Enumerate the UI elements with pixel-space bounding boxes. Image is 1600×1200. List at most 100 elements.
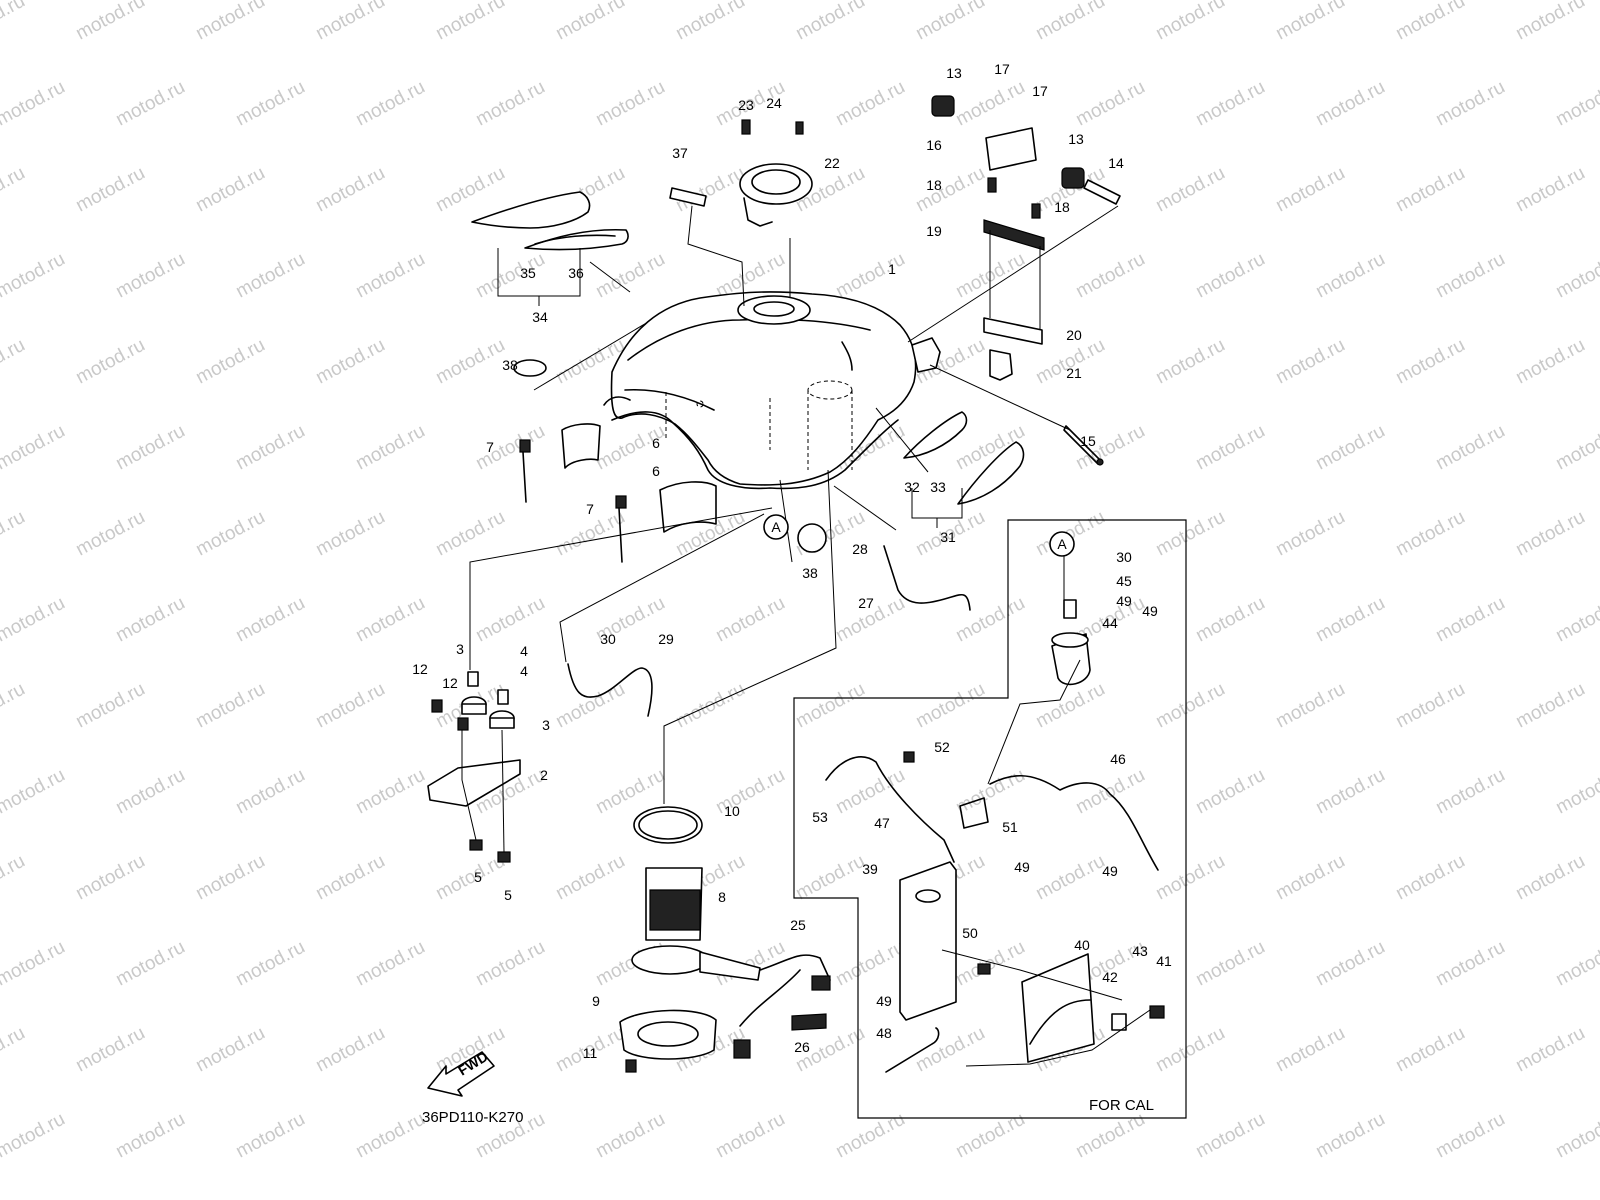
watermark-text: motod.ru bbox=[312, 507, 388, 561]
callout-number: 30 bbox=[1116, 549, 1132, 565]
diagram-code: 36PD110-K270 bbox=[422, 1109, 523, 1126]
watermark-text: motod.ru bbox=[312, 851, 388, 905]
watermark-text: motod.ru bbox=[672, 0, 748, 44]
watermark-text: motod.ru bbox=[1152, 0, 1228, 44]
watermark-text: motod.ru bbox=[312, 1023, 388, 1077]
watermark-text: motod.ru bbox=[112, 593, 188, 647]
watermark-text: motod.ru bbox=[1072, 77, 1148, 131]
watermark-text: motod.ru bbox=[792, 1195, 868, 1200]
watermark-text: motod.ru bbox=[192, 1023, 268, 1077]
watermark-text: motod.ru bbox=[472, 937, 548, 991]
svg-text:A: A bbox=[1057, 536, 1067, 552]
watermark-text: motod.ru bbox=[1392, 851, 1468, 905]
callout-number: 51 bbox=[1002, 819, 1018, 835]
callout-number: 49 bbox=[1102, 863, 1118, 879]
watermark-text: motod.ru bbox=[72, 679, 148, 733]
watermark-text: motod.ru bbox=[1392, 163, 1468, 217]
ref-marker-a-cal: A bbox=[1049, 531, 1075, 557]
watermark-text: motod.ru bbox=[0, 1023, 29, 1077]
callout-number: 25 bbox=[790, 917, 806, 933]
callout-number: 3 bbox=[542, 717, 550, 733]
watermark-text: motod.ru bbox=[1552, 421, 1600, 475]
watermark-text: motod.ru bbox=[312, 163, 388, 217]
watermark-text: motod.ru bbox=[0, 765, 69, 819]
watermark-text: motod.ru bbox=[1272, 1195, 1348, 1200]
watermark-text: motod.ru bbox=[912, 163, 988, 217]
callout-number: 34 bbox=[532, 309, 548, 325]
watermark-text: motod.ru bbox=[112, 421, 188, 475]
watermark-text: motod.ru bbox=[1152, 507, 1228, 561]
watermark-text: motod.ru bbox=[1072, 1109, 1148, 1163]
callout-number: 9 bbox=[592, 993, 600, 1009]
watermark-text: motod.ru bbox=[352, 765, 428, 819]
callout-number: 21 bbox=[1066, 365, 1082, 381]
watermark-text: motod.ru bbox=[472, 593, 548, 647]
watermark-text: motod.ru bbox=[1152, 163, 1228, 217]
watermark-text: motod.ru bbox=[232, 937, 308, 991]
watermark-text: motod.ru bbox=[952, 77, 1028, 131]
watermark-text: motod.ru bbox=[1512, 0, 1588, 44]
callout-number: 47 bbox=[874, 815, 890, 831]
watermark-text: motod.ru bbox=[672, 1195, 748, 1200]
watermark-text: motod.ru bbox=[1272, 1023, 1348, 1077]
watermark-text: motod.ru bbox=[0, 249, 69, 303]
callout-number: 27 bbox=[858, 595, 874, 611]
watermark-text: motod.ru bbox=[1152, 1195, 1228, 1200]
watermark-text: motod.ru bbox=[72, 1023, 148, 1077]
watermark-text: motod.ru bbox=[232, 77, 308, 131]
watermark-text: motod.ru bbox=[1152, 1023, 1228, 1077]
watermark-text: motod.ru bbox=[192, 0, 268, 44]
callout-number: 7 bbox=[486, 439, 494, 455]
watermark-text: motod.ru bbox=[1512, 507, 1588, 561]
callout-number: 42 bbox=[1102, 969, 1118, 985]
watermark-text: motod.ru bbox=[432, 0, 508, 44]
tank-band-drawing bbox=[519, 423, 717, 563]
fuel-pump-drawing bbox=[619, 806, 831, 1073]
watermark-text: motod.ru bbox=[952, 593, 1028, 647]
watermark-text: motod.ru bbox=[1152, 335, 1228, 389]
watermark-text: motod.ru bbox=[0, 421, 69, 475]
watermark-text: motod.ru bbox=[1512, 851, 1588, 905]
callout-number: 52 bbox=[934, 739, 950, 755]
callout-number: 12 bbox=[412, 661, 428, 677]
watermark-text: motod.ru bbox=[1512, 335, 1588, 389]
group-brackets bbox=[497, 248, 963, 528]
watermark-text: motod.ru bbox=[312, 0, 388, 44]
watermark-text: motod.ru bbox=[1552, 593, 1600, 647]
watermark-text: motod.ru bbox=[1552, 937, 1600, 991]
watermark-text: motod.ru bbox=[1512, 1195, 1588, 1200]
watermark-text: motod.ru bbox=[1152, 679, 1228, 733]
watermark-text: motod.ru bbox=[112, 937, 188, 991]
callout-number: 50 bbox=[962, 925, 978, 941]
emblem-drawing bbox=[669, 187, 707, 207]
watermark-text: motod.ru bbox=[832, 1109, 908, 1163]
watermark-text: motod.ru bbox=[312, 679, 388, 733]
watermark-text: motod.ru bbox=[832, 77, 908, 131]
watermark-text: motod.ru bbox=[72, 1195, 148, 1200]
breather-hose-drawing bbox=[883, 545, 971, 611]
callout-number: 5 bbox=[504, 887, 512, 903]
watermark-text: motod.ru bbox=[1032, 1195, 1108, 1200]
watermark-text: motod.ru bbox=[1272, 851, 1348, 905]
callout-number: 18 bbox=[1054, 199, 1070, 215]
callout-number: 5 bbox=[474, 869, 482, 885]
watermark-text: motod.ru bbox=[72, 507, 148, 561]
watermark-text: motod.ru bbox=[1312, 421, 1388, 475]
watermark-text: motod.ru bbox=[832, 937, 908, 991]
fuel-tank-drawing bbox=[603, 291, 941, 490]
callout-number: 46 bbox=[1110, 751, 1126, 767]
watermark-text: motod.ru bbox=[1552, 765, 1600, 819]
callout-number: 49 bbox=[1142, 603, 1158, 619]
callout-number: 41 bbox=[1156, 953, 1172, 969]
watermark-text: motod.ru bbox=[352, 249, 428, 303]
watermark-text: motod.ru bbox=[1392, 1195, 1468, 1200]
watermark-text: motod.ru bbox=[1072, 765, 1148, 819]
watermark-text: motod.ru bbox=[1192, 937, 1268, 991]
canister-bracket-drawing bbox=[977, 953, 1165, 1063]
watermark-text: motod.ru bbox=[312, 1195, 388, 1200]
hose-holder-drawing bbox=[959, 797, 989, 829]
callout-number: 31 bbox=[940, 529, 956, 545]
watermark-text: motod.ru bbox=[232, 765, 308, 819]
callout-number: 28 bbox=[852, 541, 868, 557]
